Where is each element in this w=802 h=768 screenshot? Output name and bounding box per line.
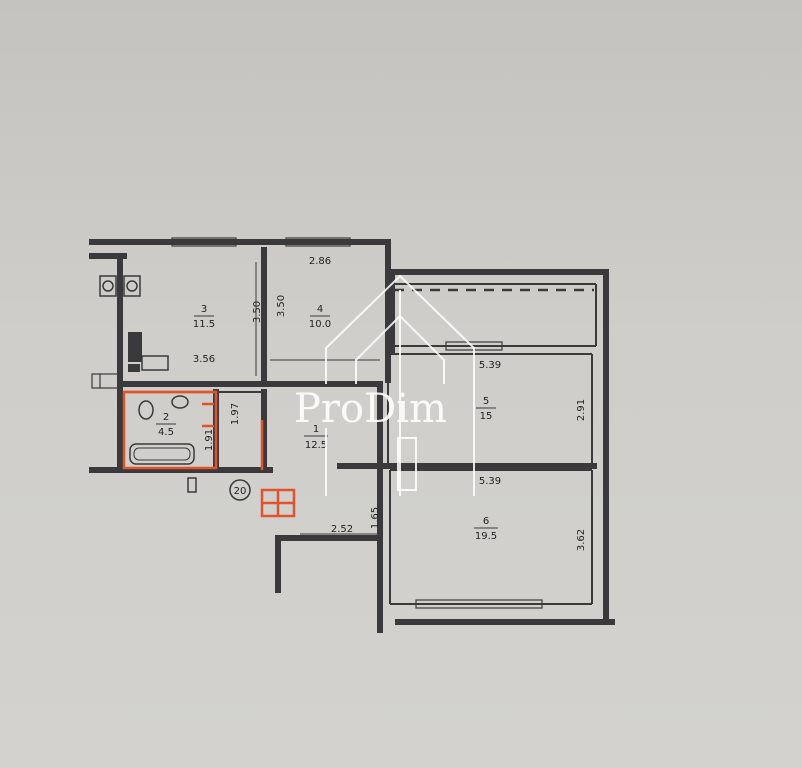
shaft-box bbox=[187, 477, 197, 493]
dim-room6-height: 3.62 bbox=[576, 529, 587, 551]
dim-corridor-width: 2.52 bbox=[331, 524, 353, 535]
kitchen-counter-icon bbox=[128, 332, 169, 372]
walls bbox=[89, 239, 615, 633]
kitchen-stove-icon bbox=[99, 275, 141, 297]
sink-icon bbox=[171, 395, 189, 409]
room-2-label: 2 4.5 bbox=[156, 412, 176, 438]
watermark: ProDim bbox=[294, 274, 475, 496]
marker-20: 20 bbox=[229, 479, 251, 501]
room-4-number: 4 bbox=[317, 304, 323, 315]
room-3-number: 3 bbox=[201, 304, 207, 315]
room-5-label: 5 15 bbox=[476, 396, 496, 422]
dim-corridor-depth: 1.65 bbox=[370, 507, 381, 529]
room-3-area: 11.5 bbox=[193, 319, 215, 330]
dimensions: 3.50 3.50 3.56 2.86 5.39 2.91 5.39 3.62 … bbox=[193, 256, 587, 551]
dim-bath-width: 1.91 bbox=[204, 429, 215, 451]
room-6-label: 6 19.5 bbox=[474, 516, 498, 542]
watermark-text: ProDim bbox=[294, 386, 447, 432]
dim-room4-width: 2.86 bbox=[309, 256, 331, 267]
dim-kitchen-width: 3.56 bbox=[193, 354, 215, 365]
marker-label: 20 bbox=[234, 486, 247, 497]
dim-bath-height: 1.97 bbox=[230, 403, 241, 425]
room-3-label: 3 11.5 bbox=[193, 304, 215, 330]
room-5-number: 5 bbox=[483, 396, 489, 407]
room-5-area: 15 bbox=[480, 411, 493, 422]
dim-kitchen-height: 3.50 bbox=[252, 301, 263, 323]
dim-room5-height: 2.91 bbox=[576, 399, 587, 421]
bathtub-icon bbox=[129, 443, 195, 465]
room-4-area: 10.0 bbox=[309, 319, 331, 330]
room-6-number: 6 bbox=[483, 516, 489, 527]
toilet-icon bbox=[138, 400, 154, 420]
room-2-area: 4.5 bbox=[158, 427, 174, 438]
dim-room4-height: 3.50 bbox=[276, 295, 287, 317]
room-2-number: 2 bbox=[163, 412, 169, 423]
dim-room6-width: 5.39 bbox=[479, 476, 501, 487]
room-4-label: 4 10.0 bbox=[309, 304, 331, 330]
room-1-label: 1 12.5 bbox=[304, 424, 328, 451]
dim-room5-width: 5.39 bbox=[479, 360, 501, 371]
red-markup bbox=[122, 390, 296, 518]
windows bbox=[91, 237, 543, 609]
room-6-area: 19.5 bbox=[475, 531, 497, 542]
room-1-area: 12.5 bbox=[305, 440, 327, 451]
room-1-number: 1 bbox=[313, 424, 319, 435]
